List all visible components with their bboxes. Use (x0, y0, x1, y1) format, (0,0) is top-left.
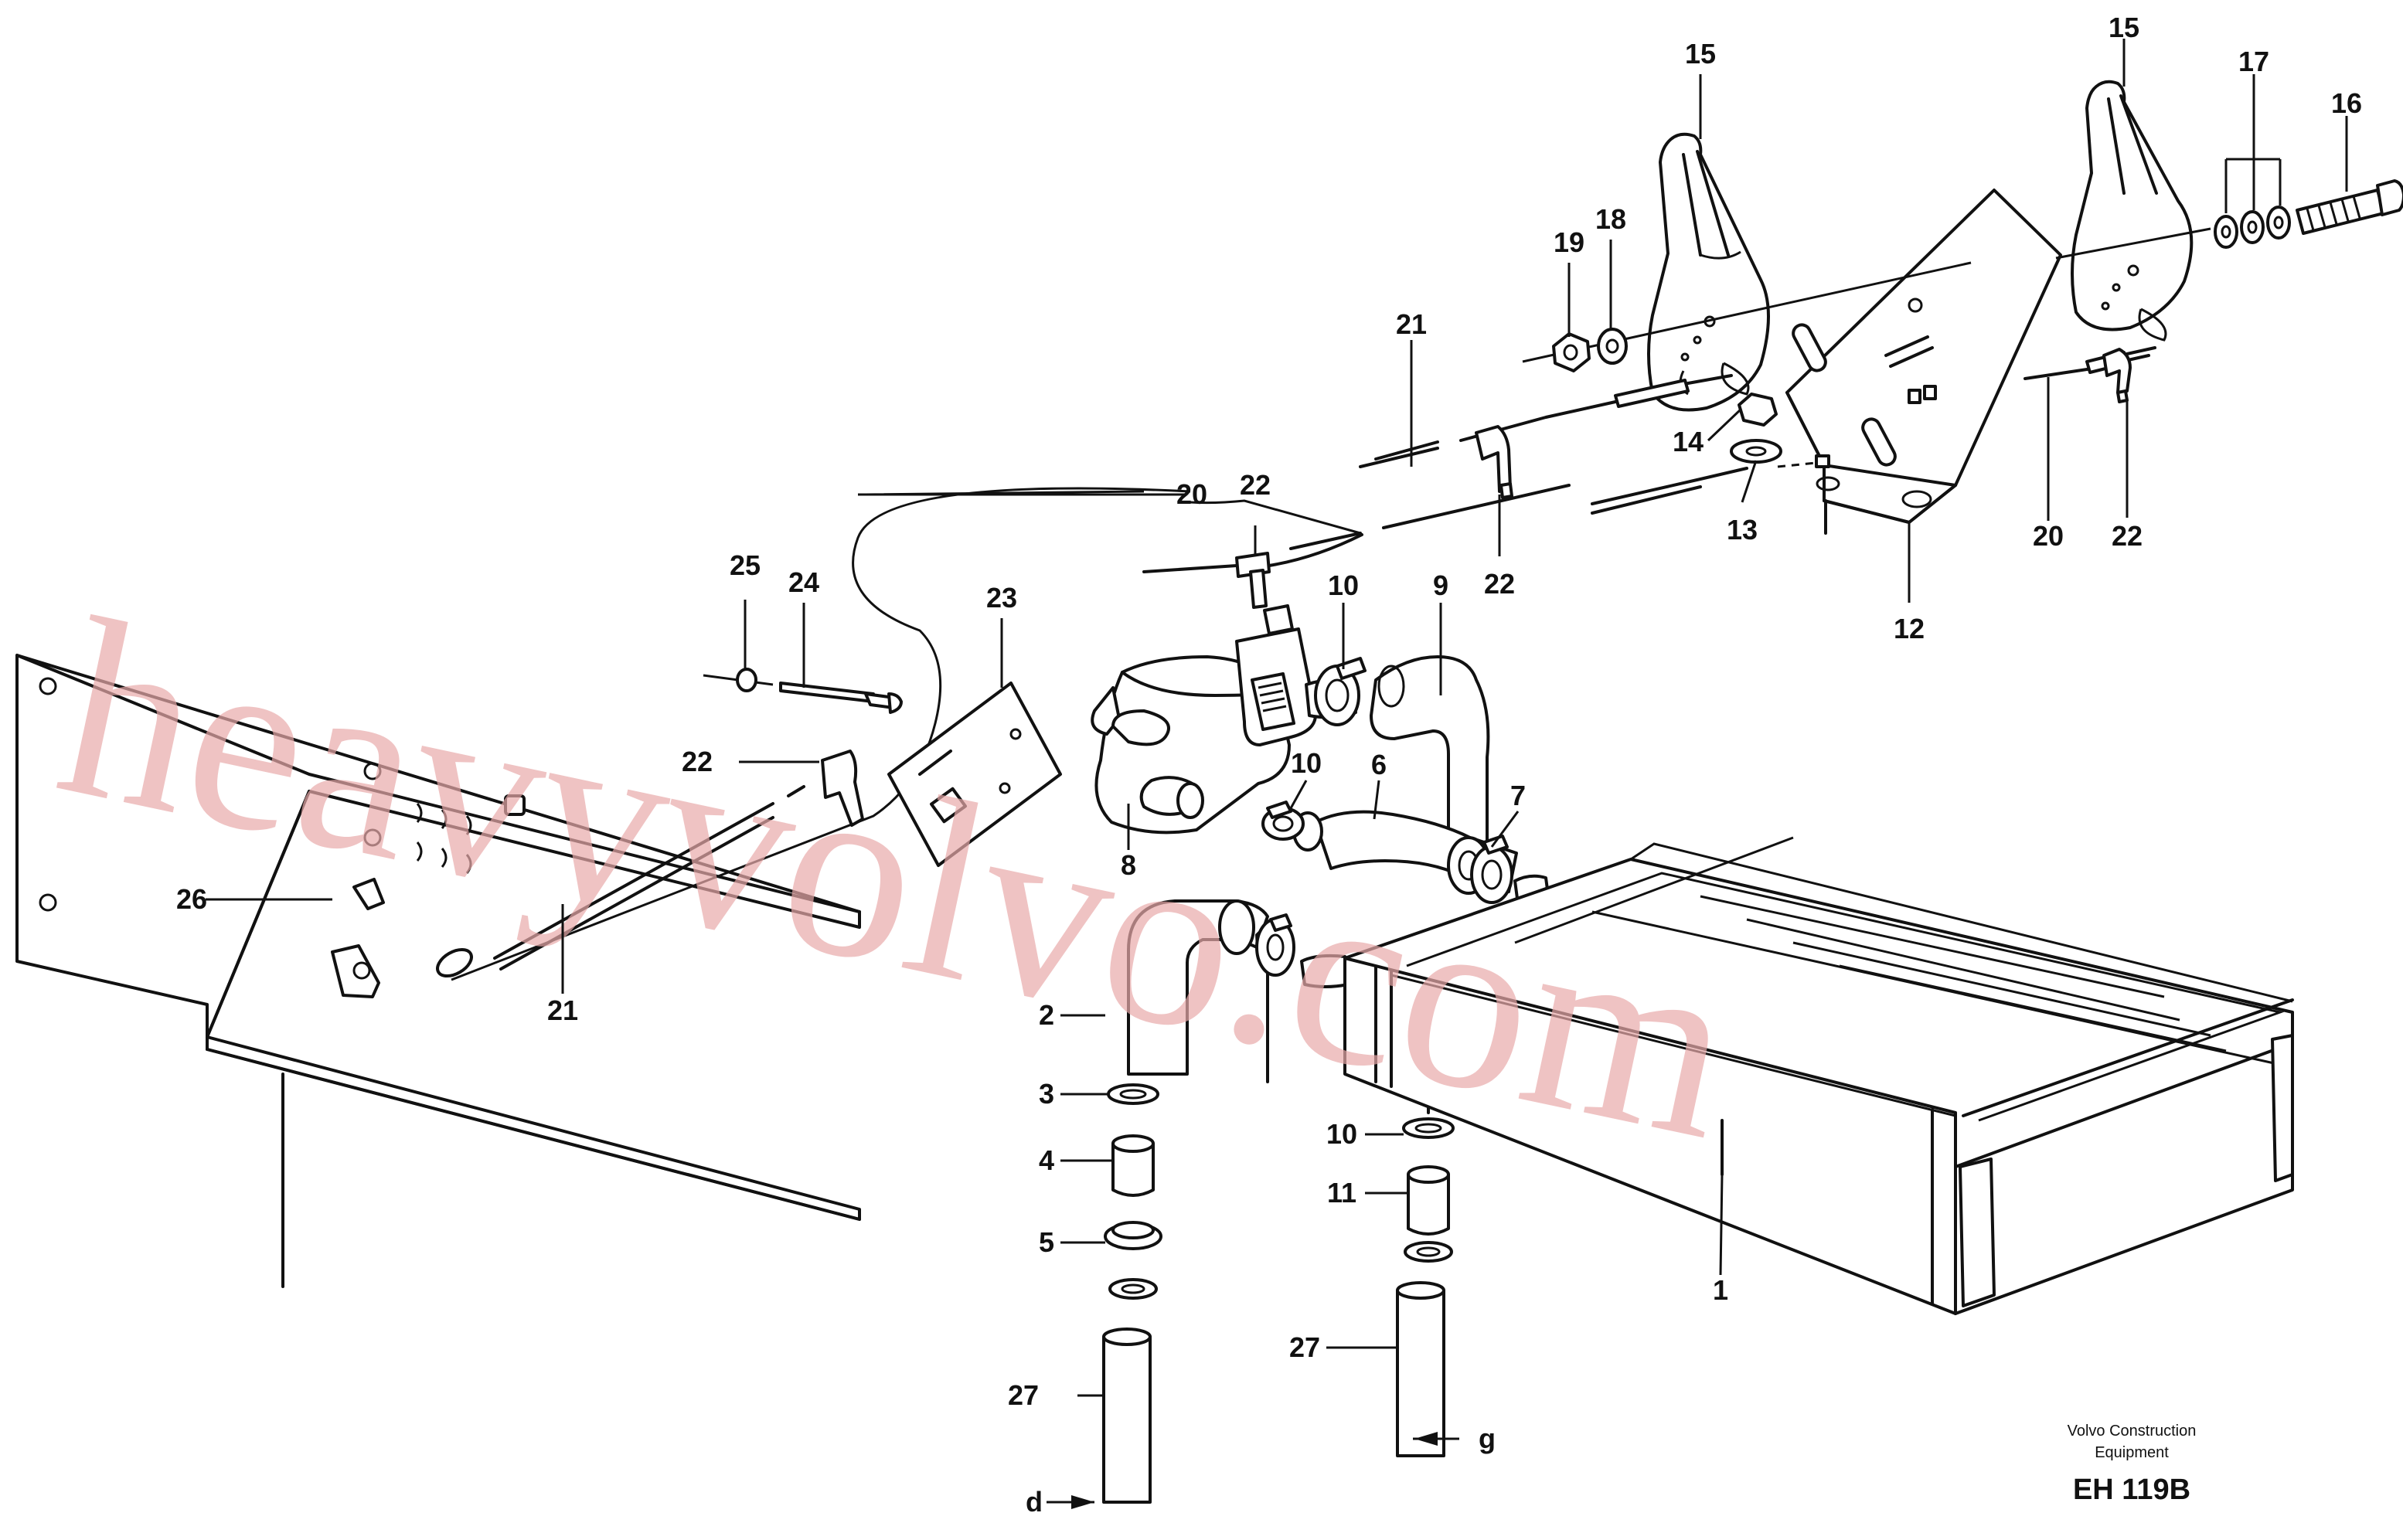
dashboard-panel (15, 654, 861, 1288)
callout-3: 3 (1039, 1078, 1054, 1110)
callout-5: 5 (1039, 1226, 1054, 1258)
callout-20-right: 20 (2033, 520, 2064, 552)
callout-10-lower: 10 (1326, 1118, 1357, 1150)
callout-22-cable: 22 (1240, 469, 1271, 501)
mounting-bracket (1785, 189, 2062, 535)
callout-25: 25 (730, 549, 761, 581)
callout-2: 2 (1039, 999, 1054, 1031)
callout-24: 24 (788, 566, 819, 598)
heater-core (1343, 836, 2294, 1315)
callout-27-left: 27 (1008, 1379, 1039, 1411)
callout-11: 11 (1327, 1177, 1356, 1209)
flow-marker-g: g (1479, 1423, 1496, 1454)
flow-arrows (1071, 1432, 1438, 1509)
control-dial-right (2071, 80, 2194, 342)
callout-12: 12 (1894, 613, 1925, 644)
control-plate-and-screw (703, 668, 1062, 867)
figure-code: EH 119B (2073, 1474, 2190, 1506)
callout-10-middle: 10 (1291, 747, 1322, 779)
callout-15-right: 15 (2109, 12, 2139, 43)
callout-labels: 1 2 3 4 5 6 7 8 9 10 10 10 11 12 13 14 1… (176, 12, 2362, 1518)
callout-10-upper: 10 (1328, 569, 1359, 601)
callout-18: 18 (1595, 203, 1626, 235)
callout-15-left: 15 (1685, 38, 1716, 70)
callout-7: 7 (1510, 780, 1526, 811)
callout-14: 14 (1673, 426, 1704, 457)
fasteners (1522, 179, 2403, 468)
callout-20-left: 20 (1176, 478, 1207, 510)
callout-9: 9 (1433, 569, 1448, 601)
flow-marker-d: d (1026, 1486, 1043, 1518)
control-dial-left (1647, 132, 1770, 412)
publisher-caption: Volvo Construction Equipment EH 119B (2068, 1423, 2197, 1506)
watermark-text: heavyvolvo.com (40, 565, 1755, 1193)
callout-17: 17 (2238, 46, 2269, 77)
caption-line-2: Equipment (2095, 1444, 2169, 1461)
callout-22-middle: 22 (1484, 568, 1515, 600)
callout-19: 19 (1554, 226, 1584, 258)
callout-4: 4 (1039, 1144, 1054, 1176)
callout-13: 13 (1727, 514, 1758, 546)
callout-1: 1 (1713, 1274, 1728, 1306)
coolant-hoses (1102, 655, 1550, 1504)
callout-8: 8 (1121, 849, 1136, 881)
callout-21-lower: 21 (547, 994, 578, 1026)
leader-lines (206, 39, 2348, 1504)
callout-16: 16 (2331, 87, 2362, 119)
callout-21-upper: 21 (1396, 308, 1427, 340)
callout-22-right: 22 (2112, 520, 2143, 552)
callout-23: 23 (986, 582, 1017, 614)
caption-line-1: Volvo Construction (2068, 1423, 2197, 1440)
callout-26: 26 (176, 883, 207, 915)
callout-27-right: 27 (1289, 1331, 1320, 1363)
callout-6: 6 (1371, 749, 1387, 780)
callout-22-left: 22 (682, 746, 713, 777)
